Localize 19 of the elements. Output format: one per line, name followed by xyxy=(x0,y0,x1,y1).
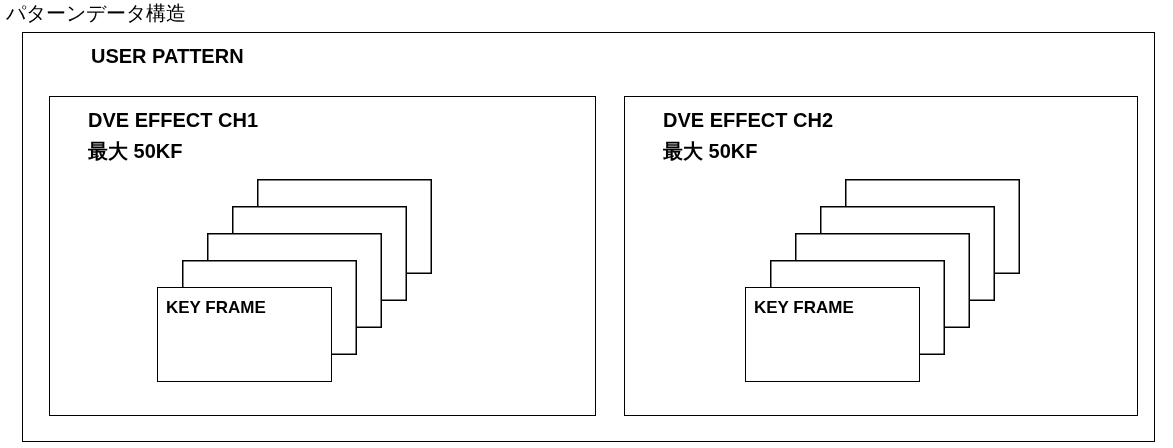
card-box xyxy=(157,287,332,382)
outer-frame xyxy=(22,32,1155,442)
diagram-title: パターンデータ構造 xyxy=(6,0,186,27)
panel-heading: 最大 50KF xyxy=(88,139,183,164)
card-label: KEY FRAME xyxy=(754,298,854,318)
card-box xyxy=(745,287,920,382)
stacked-card xyxy=(795,233,970,328)
stacked-card xyxy=(845,179,1020,274)
panel-heading: DVE EFFECT CH2 xyxy=(663,109,834,132)
frame-heading: USER PATTERN xyxy=(91,45,244,68)
stacked-card xyxy=(207,233,382,328)
panel-heading: DVE EFFECT CH1 xyxy=(88,109,259,132)
stacked-card xyxy=(257,179,432,274)
stacked-card xyxy=(820,206,995,301)
group-panel xyxy=(49,96,596,416)
group-panel xyxy=(624,96,1138,416)
card-label: KEY FRAME xyxy=(166,298,266,318)
panel-heading: 最大 50KF xyxy=(663,139,758,164)
stacked-card xyxy=(232,206,407,301)
